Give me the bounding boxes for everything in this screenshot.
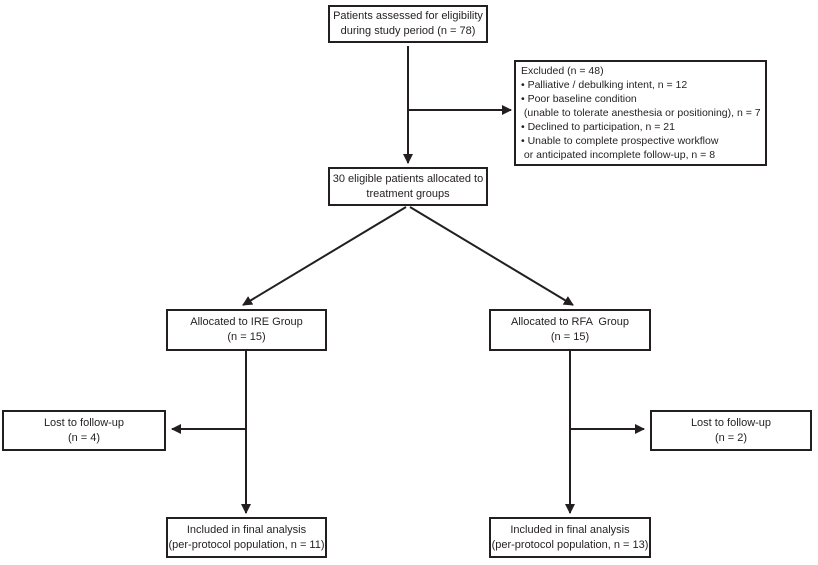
- rfa-group-label: Allocated to RFA Group: [510, 316, 629, 328]
- lost-ire-count: (n = 4): [67, 431, 101, 444]
- lost-followup-rfa-box: Lost to follow-up (n = 2): [650, 410, 812, 451]
- excluded-reason-2-cont: (unable to tolerate anesthesia or positi…: [521, 107, 761, 119]
- ire-group-label: Allocated to IRE Group: [190, 316, 303, 328]
- final-rfa-count: (per-protocol population, n = 13): [491, 538, 649, 551]
- arrow-allocated-to-ire: [242, 206, 407, 306]
- final-ire-count: (per-protocol population, n = 11): [168, 538, 325, 551]
- lost-ire-label: Lost to follow-up: [43, 416, 125, 429]
- ire-group-box: Allocated to IRE Group (n = 15): [166, 309, 327, 351]
- excluded-reason-4: • Unable to complete prospective workflo…: [521, 135, 719, 147]
- rfa-group-count: (n = 15): [550, 331, 590, 343]
- final-analysis-rfa-box: Included in final analysis (per-protocol…: [489, 517, 651, 558]
- allocated-line-2: treatment groups: [366, 187, 450, 200]
- allocated-box: 30 eligible patients allocated to treatm…: [328, 167, 488, 206]
- eligibility-box: Patients assessed for eligibility during…: [328, 5, 488, 43]
- lost-rfa-count: (n = 2): [714, 431, 748, 444]
- final-analysis-ire-box: Included in final analysis (per-protocol…: [166, 517, 327, 558]
- excluded-reason-4-cont: or anticipated incomplete follow-up, n =…: [521, 149, 716, 161]
- rfa-group-box: Allocated to RFA Group (n = 15): [489, 309, 651, 351]
- lost-rfa-label: Lost to follow-up: [690, 416, 772, 429]
- excluded-reason-3: • Declined to participation, n = 21: [521, 121, 675, 133]
- lost-followup-ire-box: Lost to follow-up (n = 4): [2, 410, 166, 451]
- excluded-heading: Excluded (n = 48): [521, 65, 604, 77]
- final-rfa-label: Included in final analysis: [510, 523, 630, 536]
- excluded-reason-1: • Palliative / debulking intent, n = 12: [521, 79, 688, 91]
- excluded-reason-2: • Poor baseline condition: [521, 93, 637, 105]
- final-ire-label: Included in final analysis: [186, 523, 307, 536]
- arrow-allocated-to-rfa: [409, 206, 574, 306]
- eligibility-line-1: Patients assessed for eligibility: [333, 10, 483, 22]
- allocated-line-1: 30 eligible patients allocated to: [332, 172, 484, 185]
- excluded-box: Excluded (n = 48) • Palliative / debulki…: [514, 60, 767, 166]
- eligibility-line-2: during study period (n = 78): [340, 25, 476, 37]
- ire-group-count: (n = 15): [227, 331, 266, 343]
